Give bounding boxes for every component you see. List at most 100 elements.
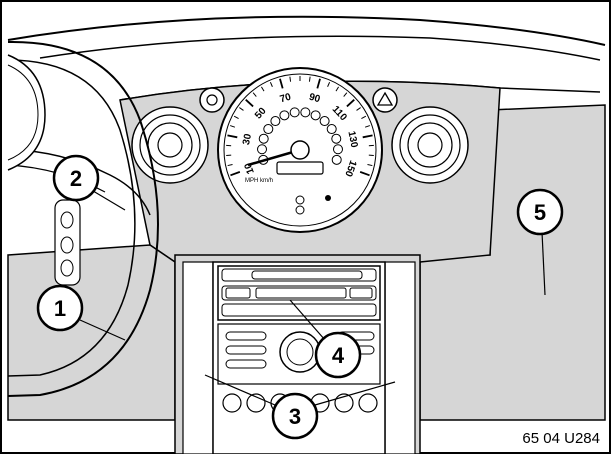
speedometer-tick <box>227 134 238 139</box>
speedometer-tick <box>230 171 241 177</box>
callout-5: 5 <box>516 188 564 236</box>
left-round-switch <box>199 87 225 113</box>
speedometer-tick <box>239 107 244 111</box>
right-vent-center <box>417 132 443 158</box>
speedometer-tick <box>367 164 373 167</box>
speedometer-tick <box>252 92 257 97</box>
callout-1: 1 <box>36 284 84 332</box>
speedometer-tick-label: 70 <box>279 92 293 106</box>
callout-4-number: 4 <box>332 343 345 368</box>
windshield-edge <box>7 15 606 46</box>
speedometer-tick <box>335 86 340 92</box>
speedometer-tick <box>269 81 273 87</box>
speedometer-tick <box>279 78 284 89</box>
callout-1-leader <box>79 319 126 341</box>
kmh-ring-marker <box>319 116 330 127</box>
steering-wheel-spoke <box>7 149 151 216</box>
callout-3-number: 3 <box>289 404 301 429</box>
speedometer-tick <box>346 99 355 108</box>
climate-slot-2 <box>225 345 267 355</box>
speedometer-tick <box>227 164 233 167</box>
column-slot-1 <box>60 211 74 229</box>
speedometer-tick <box>233 115 239 119</box>
callout-4-leader <box>289 299 326 341</box>
speedometer-tick <box>364 125 371 128</box>
speedometer-ticks <box>226 76 374 177</box>
left-round-switch-inner <box>206 94 218 106</box>
console-left-pillar <box>182 261 214 454</box>
radio-button-1 <box>225 287 251 299</box>
kmh-ring-marker <box>257 144 268 155</box>
speedometer-tick <box>289 76 292 82</box>
kmh-ring-marker <box>331 154 342 165</box>
speedometer-tick <box>343 92 348 97</box>
tachometer-inner <box>7 64 39 161</box>
speedometer-tick-label: 90 <box>308 92 322 106</box>
speedometer-tick <box>327 81 331 87</box>
speedometer-tick-label: 130 <box>345 130 359 149</box>
callout-2: 2 <box>52 154 100 202</box>
right-vent-outer <box>391 106 469 184</box>
speedometer-tick <box>356 107 361 111</box>
speedometer-tick <box>245 99 254 108</box>
left-vent-outer <box>131 106 209 184</box>
kmh-ring-marker <box>263 124 274 135</box>
right-vent-ring-inner <box>407 122 453 168</box>
steering-wheel-rim-inner <box>7 59 136 377</box>
speedometer-tick <box>359 171 370 177</box>
steering-wheel-rim-outer <box>7 40 159 397</box>
cd-slot <box>251 270 363 280</box>
kmh-ring-marker <box>300 107 311 118</box>
kmh-ring-marker <box>270 116 281 127</box>
kmh-ring-marker <box>289 107 300 118</box>
callout-3-leader-right <box>314 381 396 406</box>
speedometer-tick <box>308 76 311 82</box>
callout-5-number: 5 <box>534 200 546 225</box>
kmh-ring-marker <box>331 133 342 144</box>
fuel-indicator-2 <box>295 205 305 215</box>
callout-4: 4 <box>314 331 362 379</box>
needle-hub <box>290 140 310 160</box>
steering-column-cover <box>54 199 81 286</box>
climate-slot-3 <box>225 359 267 369</box>
right-vent-ring <box>399 114 461 176</box>
speedometer-tick <box>362 134 373 139</box>
callout-1-number: 1 <box>54 296 66 321</box>
speedometer-tick <box>229 125 236 128</box>
kmh-ring-marker <box>258 133 269 144</box>
column-slot-3 <box>60 259 74 277</box>
tachometer-partial <box>7 54 46 171</box>
speedometer-tick <box>361 115 367 119</box>
speedometer-tick <box>260 86 265 92</box>
kmh-ring-marker <box>332 144 343 155</box>
speed-unit-label: MPH km/h <box>245 178 273 184</box>
kmh-ring-marker <box>326 124 337 135</box>
callout-3-leader-left <box>204 374 276 406</box>
column-slot-2 <box>60 236 74 254</box>
hazard-triangle-icon <box>376 91 394 106</box>
radio-button-2 <box>349 287 373 299</box>
radio-display <box>255 287 347 299</box>
climate-slot-1 <box>225 331 267 341</box>
callout-3: 3 <box>271 392 319 440</box>
kmh-ring-marker <box>310 110 321 121</box>
fuel-indicator <box>295 195 305 205</box>
speedometer-inner-ring <box>257 107 343 165</box>
reference-code: 65 04 U284 <box>522 430 600 447</box>
hazard-switch <box>372 87 398 113</box>
dash-top-line <box>39 35 601 61</box>
odometer-window <box>276 161 324 175</box>
climate-knob <box>279 331 321 373</box>
driver-dash-panel <box>7 244 176 421</box>
kmh-ring-marker <box>279 110 290 121</box>
callout-5-leader <box>541 231 546 296</box>
speedometer-face <box>223 73 377 227</box>
callout-2-number: 2 <box>70 166 82 191</box>
speedometer-tick-label: 30 <box>241 132 254 146</box>
left-vent-center <box>157 132 183 158</box>
warning-lamp <box>325 195 331 201</box>
left-vent-ring <box>139 114 201 176</box>
speedometer-tick <box>316 78 321 89</box>
